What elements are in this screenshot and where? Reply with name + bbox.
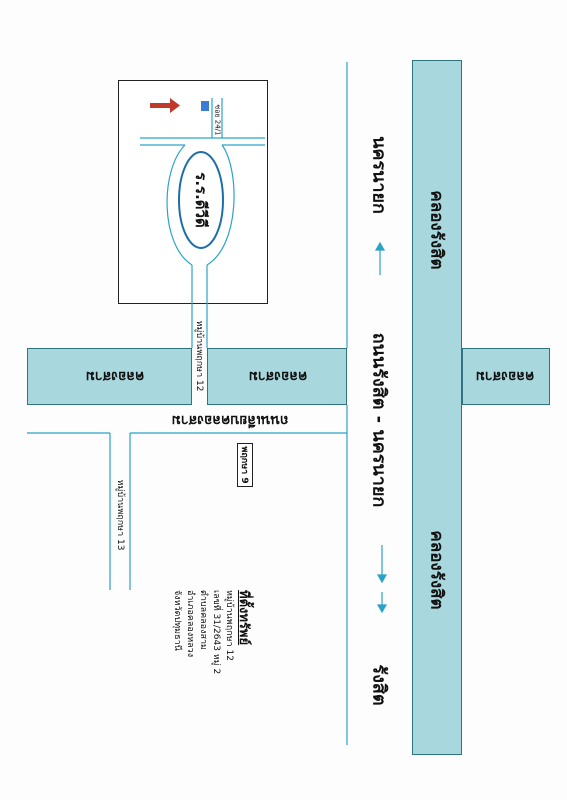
village-road-12-label: หมู่บ้านพฤกษา 12 xyxy=(194,320,204,392)
canal-sam-left xyxy=(27,348,192,405)
canal-sam-mid xyxy=(207,348,347,405)
pruksa-9-box xyxy=(237,443,253,487)
canal-rangsit xyxy=(412,60,462,755)
location-heading: ที่ตั้งทรัพย์ xyxy=(236,590,251,646)
main-road-label: ถนนรังสิต - นครนายก xyxy=(368,332,390,508)
dest-top-label: นครนายก xyxy=(368,136,390,214)
location-line: เลขที่ 31/2643 หมู่ 2 xyxy=(211,590,221,675)
secondary-road-label: ถนนเลียบคลองสาม xyxy=(171,412,289,428)
location-marker-icon xyxy=(150,98,209,113)
canal-sam-mid-label: คลองสาม xyxy=(248,368,308,384)
location-line: หมู่บ้านพฤกษา 12 xyxy=(224,590,234,661)
small-lane-label: ซอย 24/1 xyxy=(213,104,222,136)
location-block: ที่ตั้งทรัพย์ หมู่บ้านพฤกษา 12 เลขที่ 31… xyxy=(170,590,251,710)
location-line: จังหวัดปทุมธานี xyxy=(172,590,182,651)
canal-sam-left-label: คลองสาม xyxy=(85,368,145,384)
school-label: ร.ร.ดีวีดี xyxy=(192,172,210,228)
pruksa-9-label: พฤกษา 9 xyxy=(239,446,249,484)
location-line: ตำบลคลองสาม xyxy=(198,590,208,650)
school-oval xyxy=(178,151,224,249)
canal-sam-right xyxy=(462,348,550,405)
dest-bottom-label: รังสิต xyxy=(368,664,390,706)
location-line: อำเภอคลองหลวง xyxy=(185,590,195,658)
canal-rangsit-bottom-label: คลองรังสิต xyxy=(426,530,447,610)
canal-sam-right-label: คลองสาม xyxy=(475,368,535,384)
village-road-13-label: หมู่บ้านพฤกษา 13 xyxy=(115,479,125,551)
canal-rangsit-top-label: คลองรังสิต xyxy=(426,190,447,270)
